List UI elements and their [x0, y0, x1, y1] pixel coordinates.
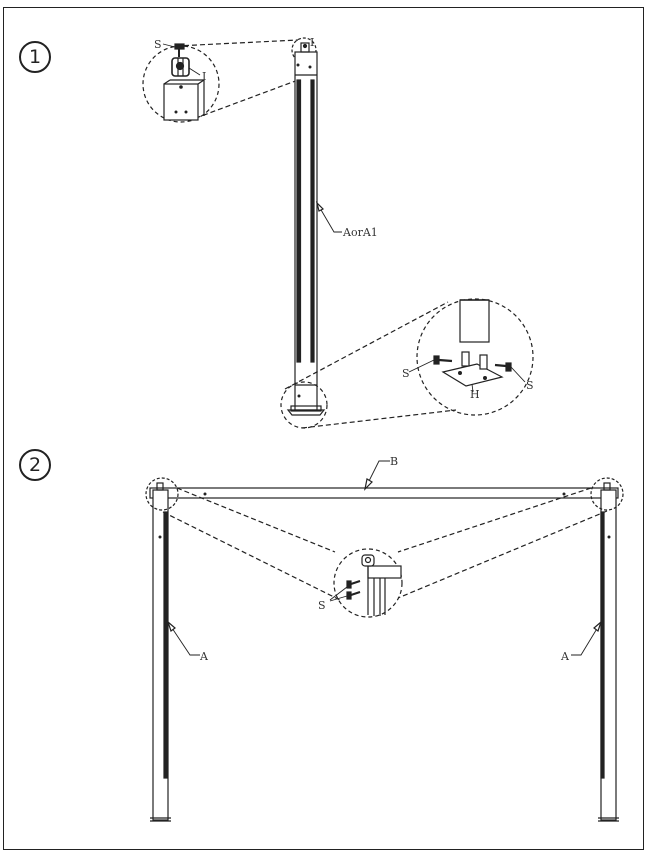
- label-leg-a-left: A: [199, 650, 209, 663]
- label-beam-b: B: [390, 455, 398, 468]
- detail-callout-top: [142, 39, 299, 123]
- label-i-detail: I: [202, 70, 206, 83]
- detail-callout-corner: [329, 548, 403, 618]
- diagram-frame: [3, 7, 644, 850]
- leg-right: [598, 482, 619, 822]
- crossbeam-b: [149, 487, 619, 499]
- label-s-base-right: S: [526, 379, 534, 392]
- step-2-badge: 2: [19, 449, 51, 481]
- label-leg-a-right: A: [560, 650, 570, 663]
- leg-left: [150, 482, 171, 822]
- label-s-corner: S: [318, 599, 326, 612]
- label-s-top: S: [154, 38, 162, 51]
- label-i-post: I: [310, 36, 314, 49]
- label-s-base-left: S: [402, 367, 410, 380]
- label-post-a-or-a1: AorA1: [342, 226, 378, 239]
- vertical-post: [286, 42, 326, 416]
- step-1-badge: 1: [19, 41, 51, 73]
- detail-callout-base: [408, 298, 534, 416]
- label-h-plate: H: [470, 388, 480, 401]
